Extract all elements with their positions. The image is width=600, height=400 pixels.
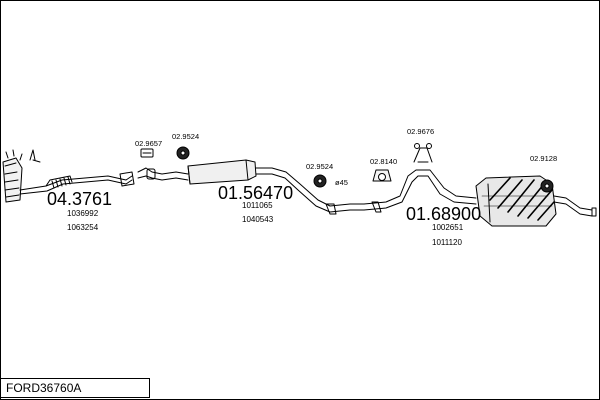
accessory-code: 02.9524 (172, 132, 200, 141)
ref-number: 1002651 (432, 223, 464, 232)
tailpipe (553, 195, 597, 217)
connector-pipe (137, 167, 189, 181)
accessory-code: 02.9524 (306, 162, 334, 171)
accessory-code: 02.9128 (530, 154, 558, 163)
clamp-02-9657 (140, 148, 154, 158)
ref-number: 1011065 (242, 201, 273, 210)
rear-silencer (475, 175, 557, 227)
rubber-mount-02-9128 (540, 179, 554, 193)
catalytic-converter (2, 149, 41, 203)
diagram-title: FORD36760A (0, 378, 150, 398)
rubber-mount-02-9524-a (176, 146, 190, 160)
part-number-01-56470: 01.56470 (218, 183, 294, 203)
accessory-code: 02.9676 (407, 127, 435, 136)
ref-number: 1063254 (67, 223, 99, 232)
rubber-mount-02-9524-b (313, 174, 327, 188)
clamp-02-8140 (372, 169, 392, 182)
gasket-diameter-label: ø45 (335, 178, 348, 187)
accessory-code: 02.8140 (370, 157, 398, 166)
accessory-code: 02.9657 (135, 139, 163, 148)
ref-number: 1011120 (432, 238, 462, 247)
ref-number: 1036992 (67, 209, 99, 218)
front-pipe (19, 171, 135, 195)
part-number-04-3761: 04.3761 (47, 189, 113, 209)
rear-pipe (363, 169, 477, 213)
hanger-02-9676 (413, 143, 433, 163)
ref-number: 1040543 (242, 215, 274, 224)
middle-silencer (187, 159, 257, 185)
middle-pipe (255, 167, 365, 215)
part-number-01-68900: 01.68900 (406, 204, 482, 224)
